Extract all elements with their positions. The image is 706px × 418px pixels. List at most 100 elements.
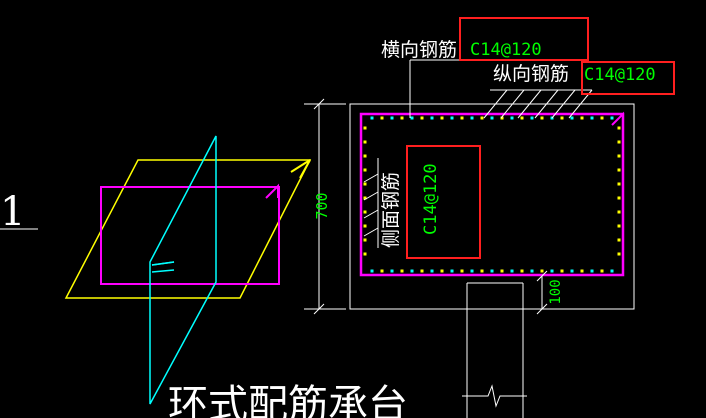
rebar-tie-marker xyxy=(490,116,494,120)
rebar-tie-marker xyxy=(430,116,434,120)
side-rebar-dot xyxy=(617,140,621,144)
longitudinal-rebar-label: 纵向钢筋 xyxy=(493,63,569,85)
rebar-tie-marker xyxy=(570,269,574,273)
rebar-tie-marker xyxy=(410,269,414,273)
rebar-tie-marker xyxy=(450,269,454,273)
horizontal-rebar-spec: C14@120 xyxy=(470,40,542,60)
rebar-tie-marker xyxy=(430,269,434,273)
plan-cyan-plane xyxy=(149,135,217,405)
side-rebar-label: 侧面钢筋 xyxy=(380,172,402,248)
rebar-tie-marker xyxy=(490,269,494,273)
section-view: 700 100 横向钢筋 C14@120 纵向钢筋 C14@120 侧面钢筋 C… xyxy=(304,17,675,418)
side-rebar-dot xyxy=(617,168,621,172)
rebar-tie-marker xyxy=(460,116,464,120)
highlight-box-side xyxy=(406,145,481,259)
drawing-title: 环式配筋承台 xyxy=(168,382,408,418)
rebar-tie-marker xyxy=(510,116,514,120)
side-rebar-dots-right xyxy=(617,126,621,256)
longitudinal-rebar-spec: C14@120 xyxy=(584,65,656,85)
rebar-tie-marker xyxy=(590,116,594,120)
rebar-tie-marker xyxy=(530,269,534,273)
side-rebar-dot xyxy=(617,210,621,214)
dimension-height-label: 700 xyxy=(313,192,331,219)
rebar-tie-marker xyxy=(600,116,604,120)
side-rebar-dot xyxy=(363,140,367,144)
rebar-tie-marker xyxy=(420,269,424,273)
section-number: 1 xyxy=(0,189,25,235)
plan-rhombus xyxy=(64,159,312,299)
rebar-tie-marker xyxy=(520,116,524,120)
rebar-tie-marker xyxy=(470,269,474,273)
rebar-tie-marker xyxy=(470,116,474,120)
rebar-tie-marker xyxy=(610,116,614,120)
side-rebar-dot xyxy=(363,252,367,256)
rebar-tie-marker xyxy=(400,269,404,273)
top-rebar-ties xyxy=(370,116,614,120)
dimension-bottom xyxy=(536,270,548,315)
rebar-tie-marker xyxy=(540,269,544,273)
side-rebar-dot xyxy=(363,168,367,172)
horizontal-rebar-label: 横向钢筋 xyxy=(381,39,457,61)
side-rebar-dot xyxy=(617,252,621,256)
rebar-tie-marker xyxy=(380,116,384,120)
side-rebar-dot xyxy=(617,238,621,242)
rebar-tie-marker xyxy=(460,269,464,273)
side-rebar-dot xyxy=(363,196,367,200)
plan-yellow-hook xyxy=(290,159,311,179)
rebar-tie-marker xyxy=(510,269,514,273)
rebar-tie-marker xyxy=(440,269,444,273)
side-rebar-dot xyxy=(617,154,621,158)
side-rebar-dot xyxy=(363,182,367,186)
rebar-corner-hook xyxy=(611,111,624,126)
rebar-tie-marker xyxy=(500,269,504,273)
rebar-tie-marker xyxy=(560,269,564,273)
rebar-tie-marker xyxy=(410,116,414,120)
rebar-tie-marker xyxy=(480,116,484,120)
rebar-tie-marker xyxy=(420,116,424,120)
rebar-tie-marker xyxy=(390,116,394,120)
rebar-tie-marker xyxy=(400,116,404,120)
rebar-tie-marker xyxy=(370,116,374,120)
side-rebar-dots-left xyxy=(363,126,367,256)
dimension-height xyxy=(304,98,346,315)
rebar-tie-marker xyxy=(560,116,564,120)
side-rebar-dot xyxy=(363,224,367,228)
side-rebar-leaders xyxy=(363,158,379,248)
rebar-tie-marker xyxy=(390,269,394,273)
side-rebar-dot xyxy=(363,210,367,214)
rebar-tie-marker xyxy=(540,116,544,120)
rebar-tie-marker xyxy=(580,269,584,273)
dimension-bottom-label: 100 xyxy=(548,279,564,304)
rebar-tie-marker xyxy=(610,269,614,273)
side-rebar-dot xyxy=(617,196,621,200)
rebar-tie-marker xyxy=(570,116,574,120)
rebar-tie-marker xyxy=(520,269,524,273)
rebar-tie-marker xyxy=(370,269,374,273)
bottom-rebar-ties xyxy=(370,269,614,273)
rebar-tie-marker xyxy=(440,116,444,120)
rebar-tie-marker xyxy=(600,269,604,273)
rebar-tie-marker xyxy=(590,269,594,273)
plan-corner-hook xyxy=(265,183,279,199)
side-rebar-spec: C14@120 xyxy=(421,163,441,235)
plan-rectangle xyxy=(100,186,280,285)
rebar-cage xyxy=(359,112,625,277)
cap-outline xyxy=(349,103,635,310)
rebar-tie-marker xyxy=(580,116,584,120)
rebar-tie-marker xyxy=(450,116,454,120)
side-rebar-dot xyxy=(363,126,367,130)
rebar-tie-marker xyxy=(550,269,554,273)
plan-sketch: 1 xyxy=(0,135,312,405)
pile-break-line xyxy=(462,384,527,408)
highlight-box-longitudinal xyxy=(581,61,675,95)
side-rebar-dot xyxy=(617,126,621,130)
side-rebar-dot xyxy=(617,182,621,186)
rebar-tie-marker xyxy=(480,269,484,273)
highlight-box-horizontal xyxy=(459,17,589,61)
rebar-tie-marker xyxy=(380,269,384,273)
side-rebar-dot xyxy=(363,154,367,158)
side-rebar-dot xyxy=(363,238,367,242)
rebar-tie-marker xyxy=(530,116,534,120)
side-rebar-dot xyxy=(617,224,621,228)
